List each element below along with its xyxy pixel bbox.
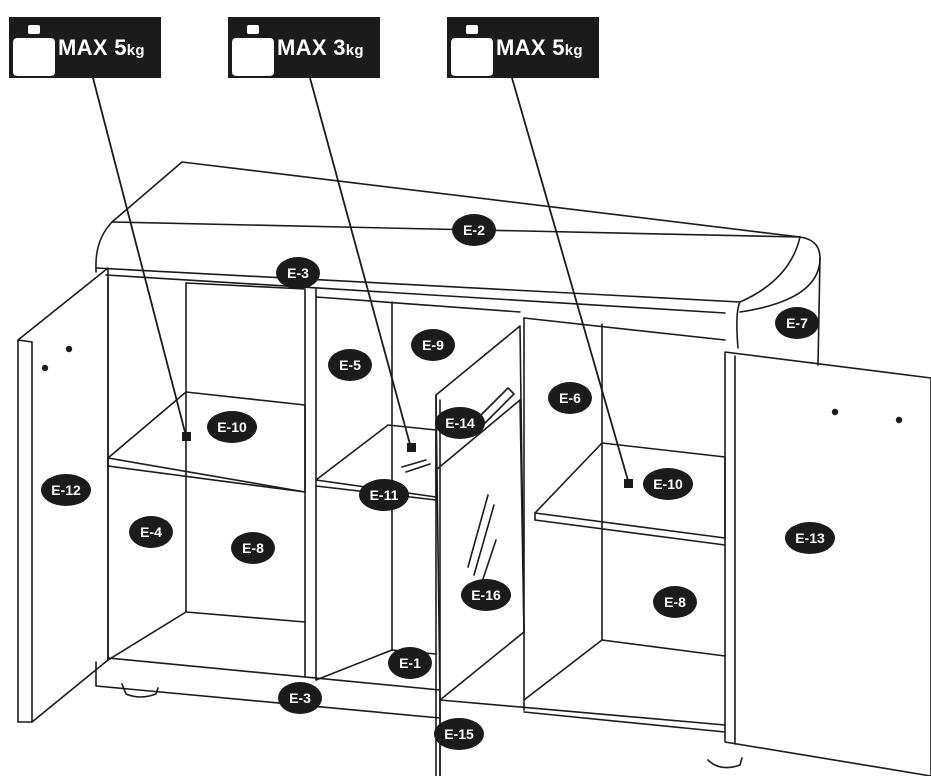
svg-text:E-3: E-3 [287,265,309,281]
part-label-e10-left: E-10 [207,411,257,443]
weight-icon [13,24,55,76]
right-door [724,351,931,776]
weight-limit-text: MAX 5kg [496,34,583,60]
weight-limit-text: MAX 3kg [277,34,364,60]
shelf-marker [624,479,633,488]
weight-icon [451,24,493,76]
part-label-e7: E-7 [775,307,819,339]
svg-text:E-10: E-10 [653,476,683,492]
svg-text:E-10: E-10 [217,419,247,435]
weight-limit-badge-middle: MAX 3kg [228,17,380,78]
svg-text:E-8: E-8 [664,594,686,610]
part-label-e5: E-5 [328,349,372,381]
svg-text:E-3: E-3 [289,690,311,706]
hinge-hole [41,364,49,372]
weight-limit-text: MAX 5kg [58,34,145,60]
svg-text:E-16: E-16 [471,587,501,603]
part-label-e8-left: E-8 [231,532,275,564]
top-panel [95,161,821,349]
part-label-e13: E-13 [785,522,835,554]
part-label-e2: E-2 [452,214,496,246]
glass-door [435,325,525,776]
svg-text:E-6: E-6 [559,390,581,406]
cabinet-carcass [95,257,821,769]
shelf-marker [407,443,416,452]
svg-text:E-14: E-14 [445,415,475,431]
part-label-e15: E-15 [434,718,484,750]
hinge-hole [895,416,903,424]
svg-text:E-5: E-5 [339,357,361,373]
part-label-e10-right: E-10 [643,468,693,500]
part-label-e4: E-4 [129,516,173,548]
svg-text:E-12: E-12 [51,482,81,498]
svg-text:E-9: E-9 [422,337,444,353]
left-door [17,267,109,723]
part-label-e8-right: E-8 [653,586,697,618]
part-label-e9: E-9 [411,329,455,361]
part-label-e3-bottom: E-3 [278,682,322,714]
svg-text:E-8: E-8 [242,540,264,556]
hinge-hole [65,345,73,353]
svg-text:E-1: E-1 [399,655,421,671]
weight-leader-lines [92,77,630,485]
svg-text:E-13: E-13 [795,530,825,546]
svg-text:E-4: E-4 [140,524,162,540]
part-label-e12: E-12 [41,474,91,506]
weight-icon [232,24,274,76]
svg-text:E-2: E-2 [463,222,485,238]
weight-limit-badge-left: MAX 5kg [9,17,161,78]
part-label-e3-top: E-3 [276,257,320,289]
svg-text:E-11: E-11 [370,487,399,503]
part-label-e11: E-11 [359,479,409,511]
hinge-hole [831,408,839,416]
svg-text:E-15: E-15 [444,726,474,742]
svg-text:E-7: E-7 [786,315,808,331]
part-label-e1: E-1 [388,647,432,679]
part-label-e16: E-16 [461,579,511,611]
weight-limit-badge-right: MAX 5kg [447,17,599,78]
shelf-marker [182,432,191,441]
part-label-e14: E-14 [435,407,485,439]
part-label-e6: E-6 [548,382,592,414]
